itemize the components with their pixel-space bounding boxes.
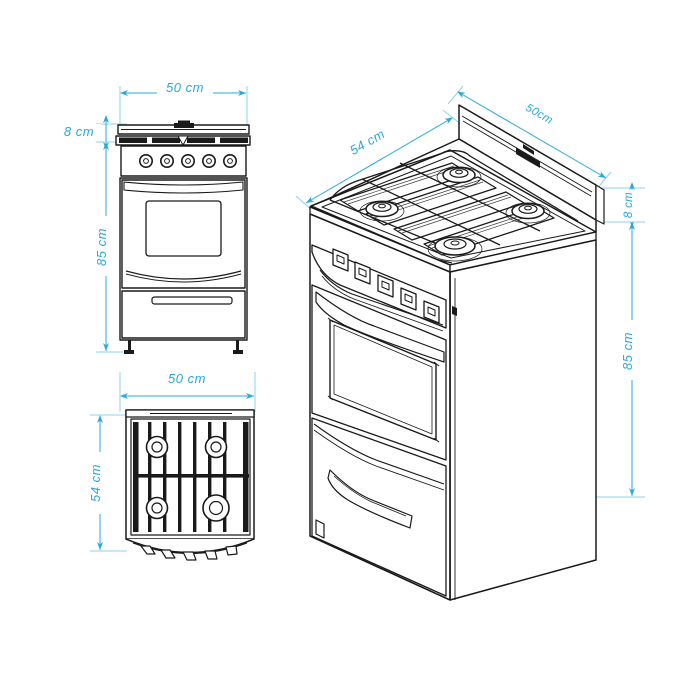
front-oven-window xyxy=(145,200,222,257)
iso-knob-4-icon[interactable] xyxy=(400,287,417,311)
front-backguard-label: 8 cm xyxy=(64,124,94,139)
top-burners xyxy=(145,435,230,522)
front-cooktop-grates xyxy=(115,135,251,146)
iso-burner-front-icon xyxy=(427,236,483,262)
iso-burner-left-icon xyxy=(359,200,405,222)
iso-knob-5-icon[interactable] xyxy=(423,300,440,324)
front-legs xyxy=(124,340,243,354)
isometric-3d-view: 54 cm 50cm 8 cm 85 cm xyxy=(295,85,645,601)
iso-oven-door[interactable] xyxy=(311,284,447,461)
iso-side-panel xyxy=(449,239,597,601)
top-plan-view: 50 cm 54 cm xyxy=(88,371,256,561)
iso-burners xyxy=(359,166,551,262)
iso-knob-row xyxy=(332,248,440,324)
front-stove-body xyxy=(115,120,251,354)
iso-backguard-label: 8 cm xyxy=(623,192,635,218)
front-width-label: 50 cm xyxy=(166,80,204,95)
grate-crossbar xyxy=(133,474,249,478)
front-backguard xyxy=(117,120,250,135)
front-storage-drawer[interactable] xyxy=(121,290,246,339)
top-front-apron xyxy=(125,538,255,561)
top-depth-dimension: 54 cm xyxy=(88,414,127,552)
iso-knob-1-icon[interactable] xyxy=(332,248,349,272)
front-knob-row xyxy=(139,154,238,169)
front-height-dimension: 85 cm xyxy=(94,141,127,353)
front-elevation-view: 50 cm 8 cm 85 cm xyxy=(57,80,251,354)
front-drawer-handle[interactable] xyxy=(151,296,233,305)
iso-stove-body xyxy=(309,104,605,601)
iso-oven-door-handle[interactable] xyxy=(315,291,445,363)
top-width-label: 50 cm xyxy=(168,371,206,386)
iso-control-panel xyxy=(311,244,447,332)
iso-legs xyxy=(315,519,325,539)
iso-height-dimension: 85 cm xyxy=(595,221,645,498)
iso-burner-right-icon xyxy=(505,202,551,224)
iso-burner-rear-icon xyxy=(436,166,482,188)
top-cooktop-body xyxy=(125,409,255,561)
iso-knob-2-icon[interactable] xyxy=(354,261,371,285)
front-width-dimension: 50 cm xyxy=(119,80,248,125)
top-width-dimension: 50 cm xyxy=(119,371,256,412)
iso-cooktop xyxy=(309,138,597,273)
iso-knob-3-icon[interactable] xyxy=(377,274,394,298)
iso-backguard xyxy=(458,104,605,225)
iso-height-label: 85 cm xyxy=(620,332,635,370)
iso-drawer-handle[interactable] xyxy=(327,469,413,529)
front-oven-door[interactable] xyxy=(121,179,246,289)
front-height-label: 85 cm xyxy=(94,228,109,266)
iso-backguard-dimension: 8 cm xyxy=(600,182,645,227)
iso-storage-drawer[interactable] xyxy=(311,417,447,597)
front-control-panel xyxy=(120,145,247,177)
top-depth-label: 54 cm xyxy=(88,464,103,502)
